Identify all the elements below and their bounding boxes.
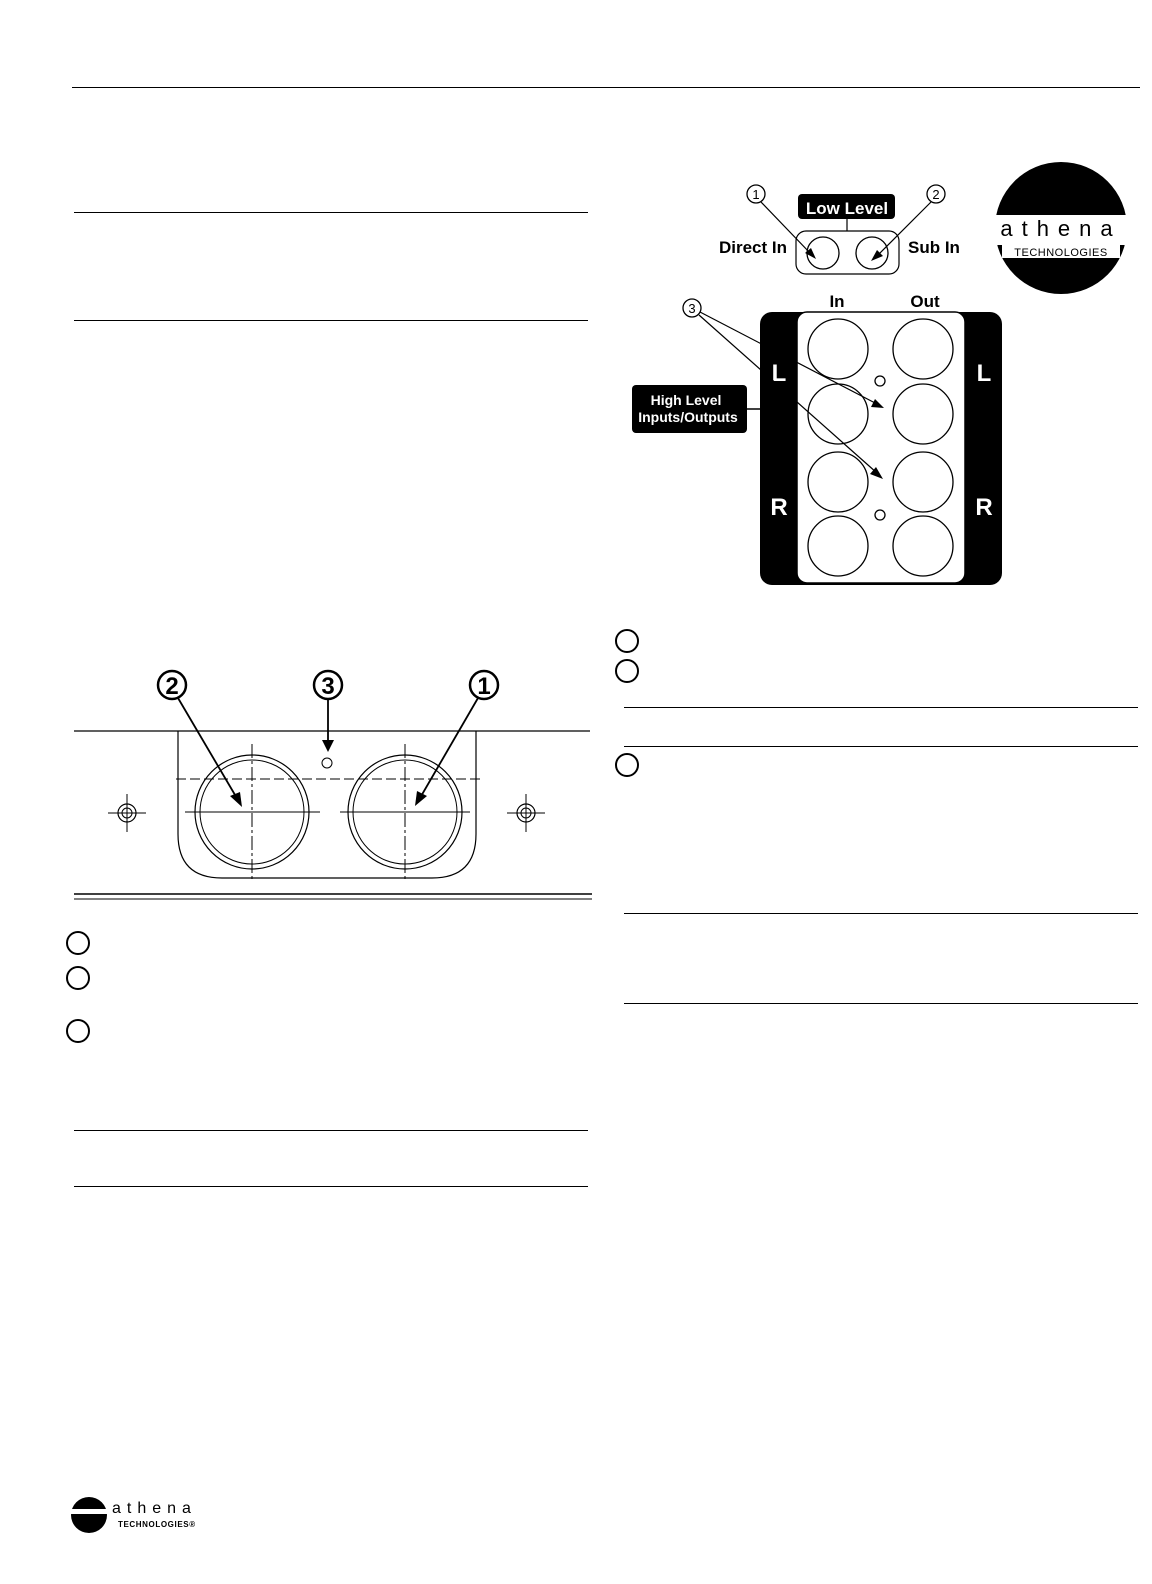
section-rule	[74, 1130, 588, 1131]
callout-1: 1	[477, 673, 490, 700]
bullet-circle	[66, 931, 90, 955]
sub-in-label: Sub In	[908, 238, 960, 257]
callout-2-small: 2	[932, 187, 939, 202]
bullet-circle	[615, 629, 639, 653]
section-rule	[74, 212, 588, 213]
bullet-circle	[66, 966, 90, 990]
front-panel-diagram: 2 3 1	[74, 669, 592, 900]
mounting-hole-left	[108, 794, 146, 832]
section-rule	[624, 913, 1138, 914]
left-label-bottom: R	[770, 494, 787, 521]
bullet-circle	[615, 753, 639, 777]
back-panel-diagram: Low Level Direct In Sub In 1 2 In Out L …	[632, 184, 1002, 585]
section-rule	[74, 320, 588, 321]
right-label-top: L	[977, 360, 992, 387]
high-level-label-line1: High Level	[651, 392, 722, 408]
mounting-hole-right	[507, 794, 545, 832]
callout-1-small: 1	[752, 187, 759, 202]
svg-text:athena: athena	[112, 1500, 197, 1517]
low-level-label: Low Level	[806, 199, 888, 218]
left-label-top: L	[772, 360, 787, 387]
direct-in-label: Direct In	[719, 238, 787, 257]
footer-logo: athena TECHNOLOGIES®	[70, 1497, 197, 1533]
bullet-circle	[615, 659, 639, 683]
svg-text:TECHNOLOGIES: TECHNOLOGIES	[1014, 247, 1107, 259]
section-rule	[624, 1003, 1138, 1004]
svg-text:TECHNOLOGIES®: TECHNOLOGIES®	[118, 1520, 196, 1529]
header-rule	[72, 87, 1140, 88]
high-level-label-line2: Inputs/Outputs	[638, 409, 738, 425]
athena-logo: athena TECHNOLOGIES	[994, 162, 1128, 294]
out-label: Out	[910, 292, 940, 311]
bullet-circle	[66, 1019, 90, 1043]
right-label-bottom: R	[975, 494, 992, 521]
svg-text:athena: athena	[1000, 216, 1121, 241]
callout-3-small: 3	[688, 301, 695, 316]
section-rule	[74, 1186, 588, 1187]
in-label: In	[829, 292, 844, 311]
section-rule	[624, 746, 1138, 747]
callout-3: 3	[321, 673, 334, 700]
callout-2: 2	[165, 673, 178, 700]
section-rule	[624, 707, 1138, 708]
